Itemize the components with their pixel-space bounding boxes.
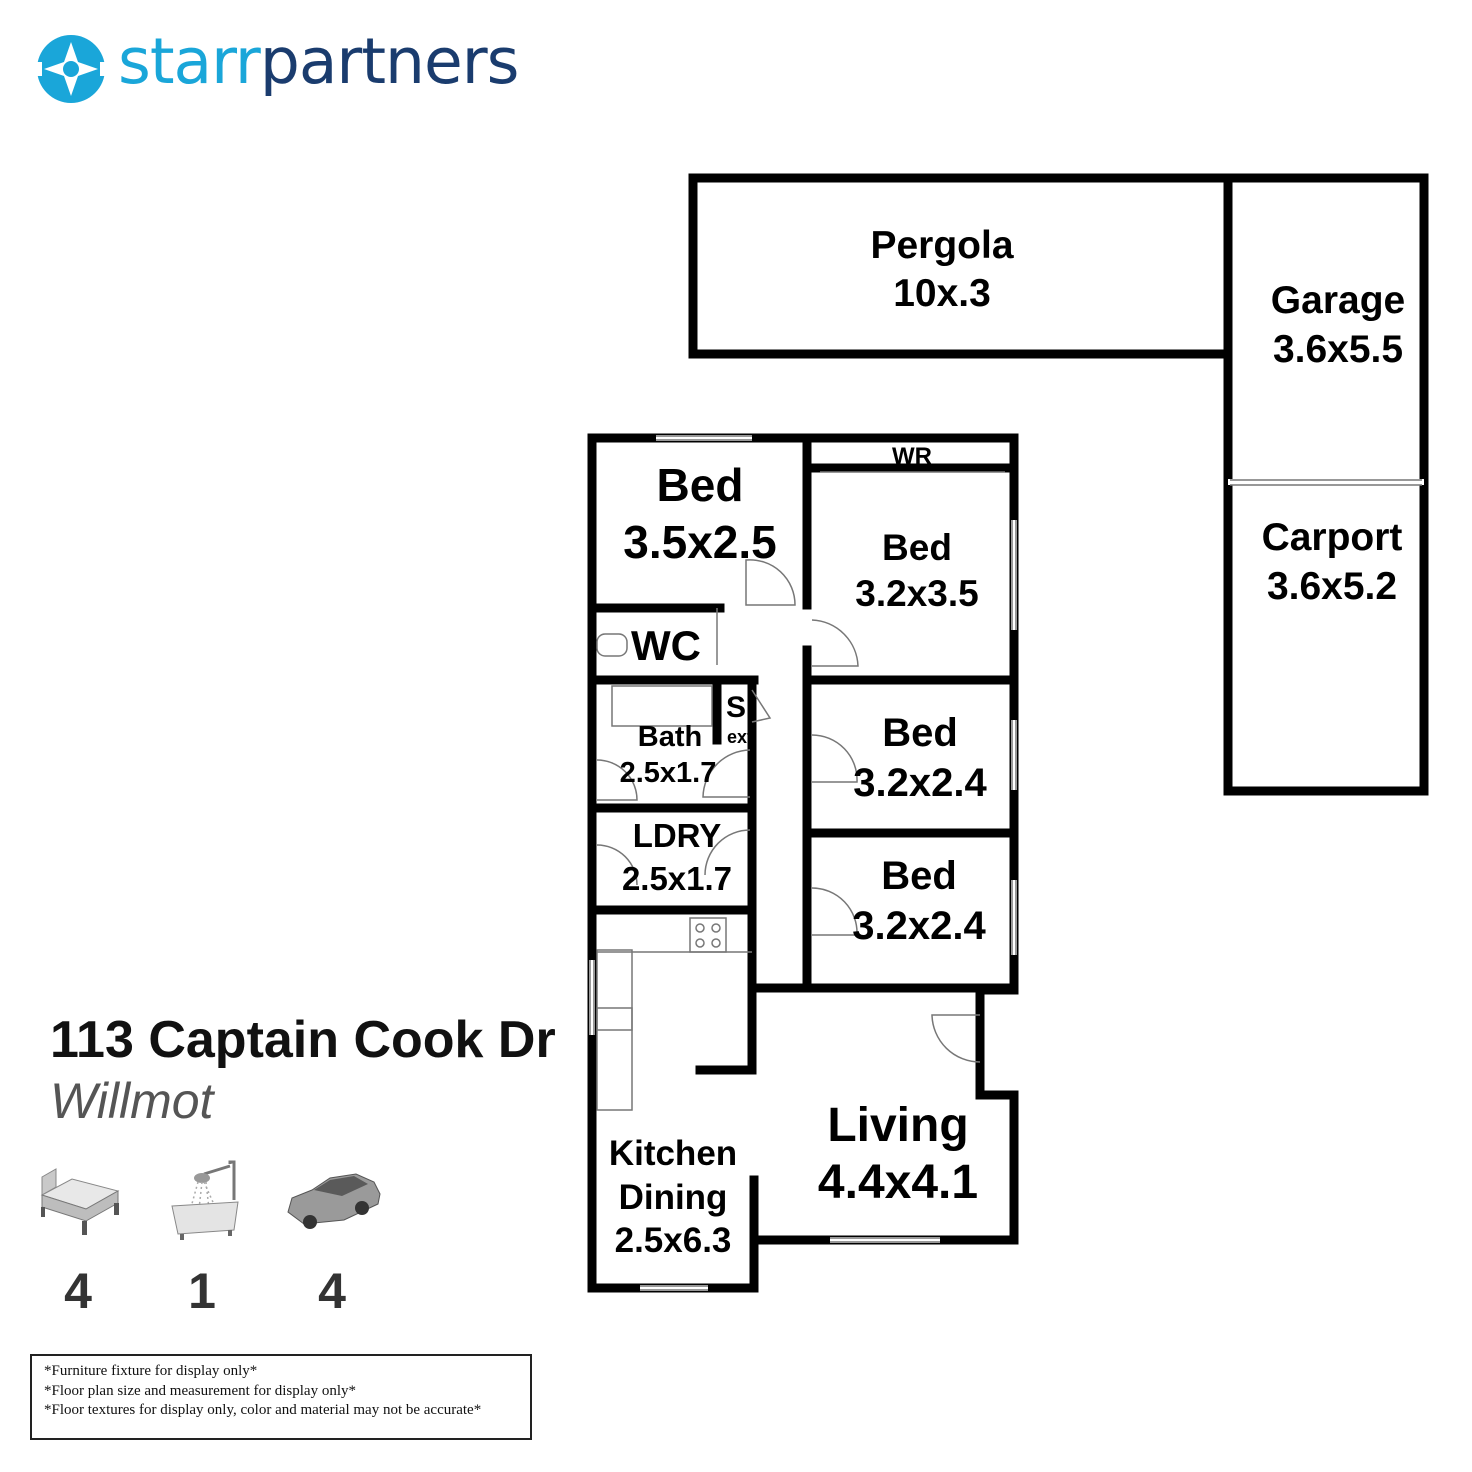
star-burst-logo: [34, 35, 108, 103]
ldry-label: LDRY: [633, 817, 722, 854]
disclaimer-line: *Furniture fixture for display only*: [44, 1363, 258, 1379]
kitchen-size: 2.5x6.3: [615, 1221, 732, 1260]
pergola-size: 10x.3: [893, 272, 991, 315]
dining-label: Dining: [619, 1178, 728, 1217]
pergola-label: Pergola: [870, 224, 1013, 267]
disclaimer-box: *Furniture fixture for display only* *Fl…: [30, 1354, 532, 1440]
bed-count: 4: [64, 1263, 92, 1319]
bed-icon: [40, 1168, 120, 1235]
bed2-size: 3.2x3.5: [855, 573, 978, 614]
ldry-size: 2.5x1.7: [622, 860, 732, 897]
disclaimer-line: *Floor plan size and measurement for dis…: [44, 1382, 357, 1399]
bath-count: 1: [188, 1263, 216, 1319]
shower-label: S: [726, 691, 746, 724]
carport-label: Carport: [1262, 516, 1403, 559]
bed1-size: 3.5x2.5: [623, 516, 776, 568]
bathtub-shower-icon: [171, 1160, 239, 1240]
carport-size: 3.6x5.2: [1267, 565, 1397, 608]
disclaimer-line: *Floor textures for display only, color …: [44, 1402, 482, 1418]
garage-size: 3.6x5.5: [1273, 328, 1403, 371]
garage-label: Garage: [1271, 279, 1405, 322]
ext-label: ext: [727, 727, 753, 747]
living-label: Living: [827, 1099, 968, 1152]
bed3-label: Bed: [882, 711, 958, 755]
interior-walls: [587, 433, 1019, 1250]
wr-label: WR: [892, 443, 932, 470]
kitchen-label: Kitchen: [609, 1134, 737, 1173]
brand-name: starrpartners: [118, 25, 519, 98]
car-count: 4: [318, 1263, 346, 1319]
car-icon: [287, 1173, 381, 1229]
bed4-size: 3.2x2.4: [852, 904, 986, 948]
bed3-size: 3.2x2.4: [853, 761, 987, 805]
bed2-label: Bed: [882, 527, 952, 568]
property-suburb: Willmot: [50, 1073, 214, 1129]
bed1-label: Bed: [657, 459, 744, 511]
living-size: 4.4x4.1: [818, 1156, 978, 1209]
bed4-label: Bed: [881, 854, 957, 898]
bath-label: Bath: [638, 721, 702, 753]
property-address: 113 Captain Cook Dr: [50, 1011, 556, 1069]
wc-label: WC: [631, 622, 701, 669]
bath-size: 2.5x1.7: [620, 757, 717, 789]
